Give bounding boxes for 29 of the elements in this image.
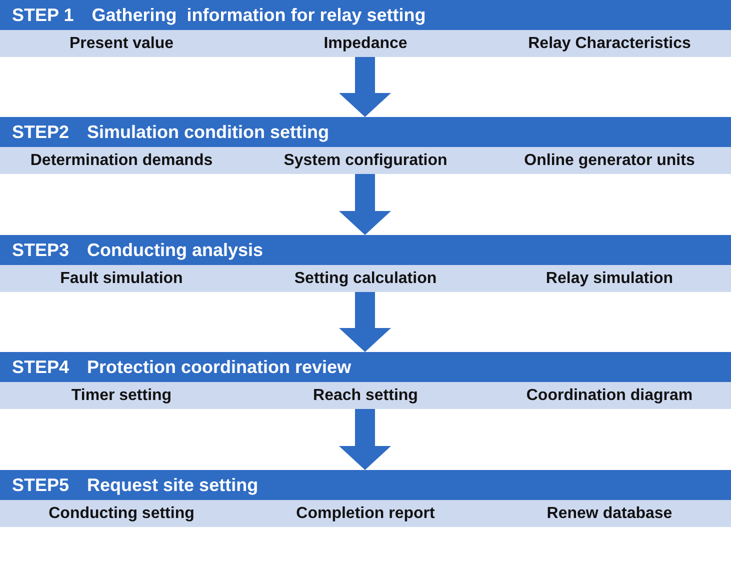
step-item: Reach setting (243, 382, 488, 409)
step-heading: STEP2 Simulation condition setting (0, 117, 731, 147)
step-item: Renew database (488, 500, 731, 527)
step-heading: STEP4 Protection coordination review (0, 352, 731, 382)
step-item: Present value (0, 30, 243, 57)
step-panel (0, 470, 731, 527)
step-panel (0, 352, 731, 409)
arrow (339, 57, 391, 117)
arrow (339, 409, 391, 470)
step-item: Relay Characteristics (488, 30, 731, 57)
step-item: Setting calculation (243, 265, 488, 292)
step-item: Conducting setting (0, 500, 243, 527)
step-item: Fault simulation (0, 265, 243, 292)
step-panel (0, 0, 731, 57)
step-heading: STEP3 Conducting analysis (0, 235, 731, 265)
step-item: Relay simulation (488, 265, 731, 292)
step-item: Impedance (243, 30, 488, 57)
arrow (339, 292, 391, 352)
step-item: Determination demands (0, 147, 243, 174)
step-item: System configuration (243, 147, 488, 174)
step-heading: STEP 1 Gathering information for relay setting (0, 0, 731, 30)
step-item: Online generator units (488, 147, 731, 174)
step-heading: STEP5 Request site setting (0, 470, 731, 500)
step-panel (0, 117, 731, 174)
step-panel (0, 235, 731, 292)
arrow (339, 174, 391, 235)
step-item: Timer setting (0, 382, 243, 409)
step-item: Completion report (243, 500, 488, 527)
step-item: Coordination diagram (488, 382, 731, 409)
